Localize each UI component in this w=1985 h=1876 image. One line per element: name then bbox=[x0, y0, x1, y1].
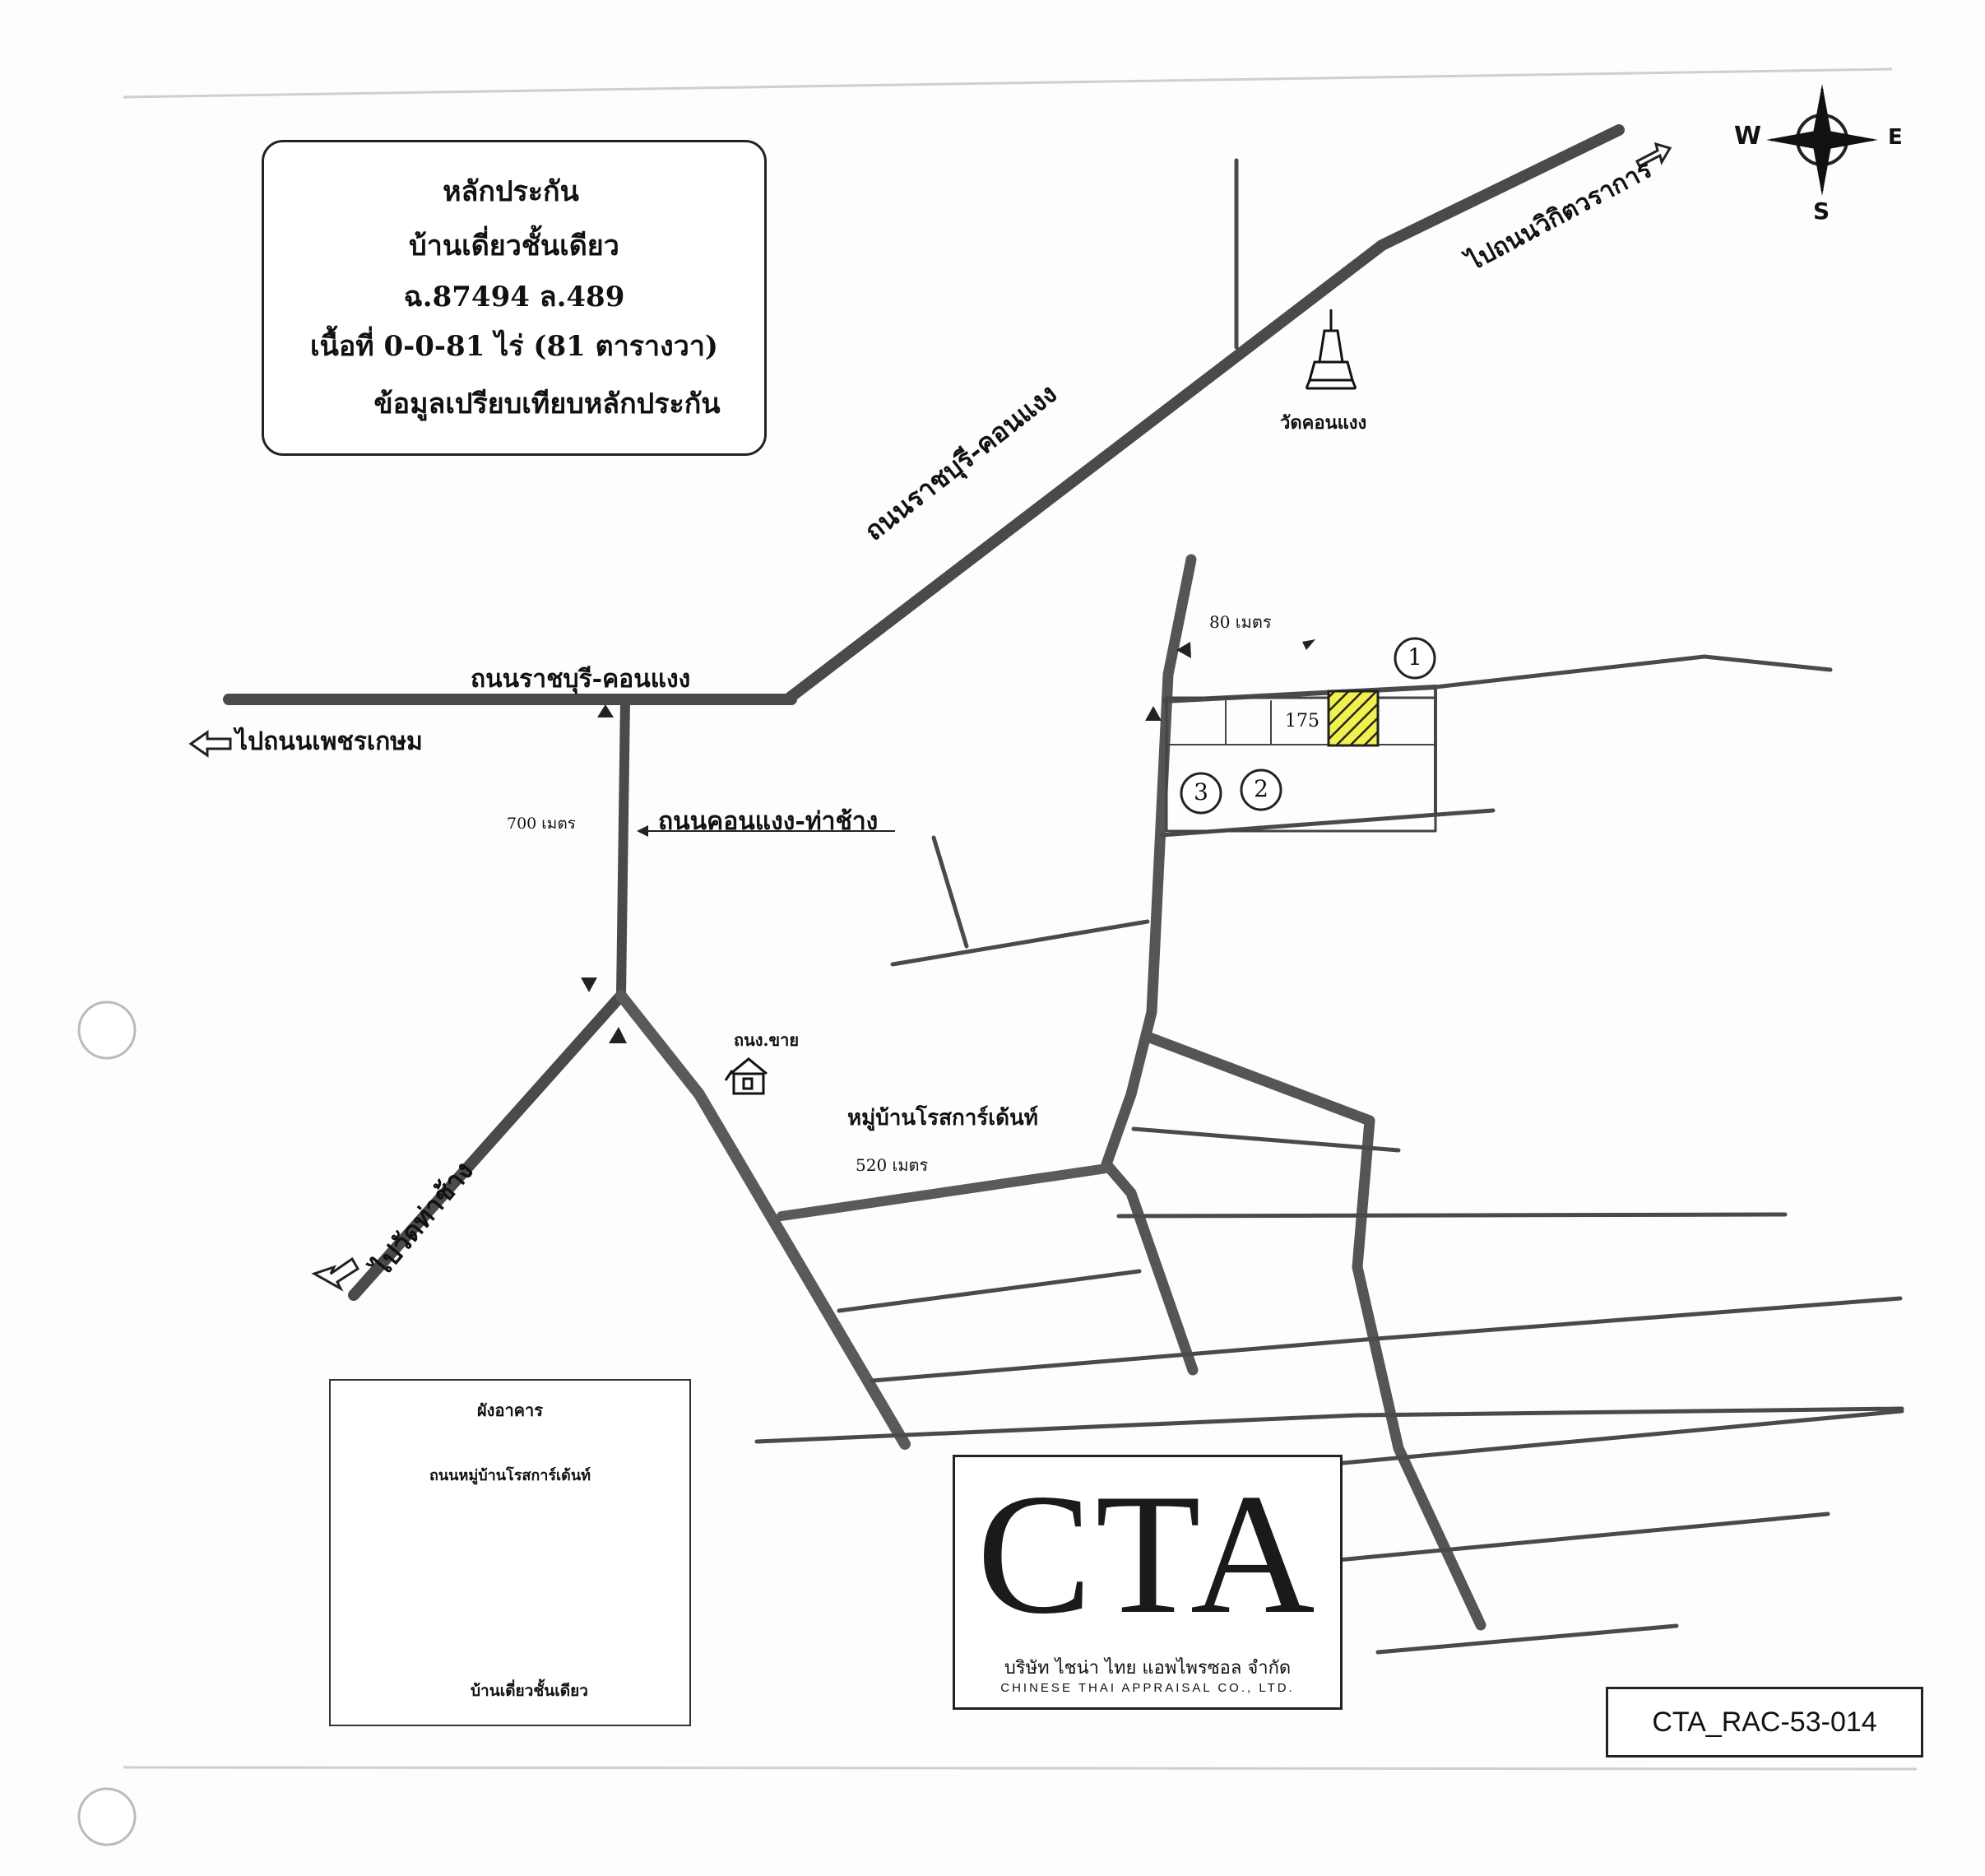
label-village: หมู่บ้านโรสการ์เด้นท์ bbox=[847, 1106, 1038, 1131]
subject-plot-hatched bbox=[1327, 690, 1380, 747]
compass-rose-icon bbox=[1766, 84, 1878, 196]
comparable-circle-1 bbox=[1394, 637, 1436, 680]
road-don-khaeng-tha-chang bbox=[616, 694, 630, 1001]
legend-area: เนื้อที่ 0-0-81 ไร่ (81 ตารางวา) bbox=[309, 330, 719, 363]
comparable-2-label: 2 bbox=[1254, 775, 1268, 802]
arrow-to-wat-tha-chang bbox=[311, 1256, 360, 1292]
comparable-circle-2 bbox=[1240, 769, 1282, 811]
punch-hole-bottom bbox=[77, 1787, 137, 1846]
label-temple: วัดคอนแงง bbox=[1280, 412, 1367, 434]
comparable-3-label: 3 bbox=[1194, 778, 1208, 806]
label-shop: ถนง.ขาย bbox=[734, 1030, 800, 1050]
page-edge-bottom bbox=[123, 1766, 1918, 1771]
arrow-road-left bbox=[637, 825, 895, 837]
comparable-circle-3 bbox=[1180, 772, 1222, 815]
page-edge-top bbox=[123, 67, 1893, 99]
building-plan-box: ผังอาคาร ถนนหมู่บ้านโรสการ์เด้นท์ บ้านเด… bbox=[329, 1379, 691, 1726]
road-south-main bbox=[615, 990, 911, 1450]
punch-hole-top bbox=[77, 1001, 137, 1060]
company-name-th: บริษัท ไชน่า ไทย แอพไพรซอล จำกัด bbox=[1004, 1658, 1292, 1679]
distance-520m: 520 เมตร bbox=[856, 1155, 929, 1175]
company-logo: CTA bbox=[976, 1459, 1319, 1650]
company-name-en: CHINESE THAI APPRAISAL CO., LTD. bbox=[1000, 1681, 1295, 1695]
legend-collateral-label: หลักประกัน bbox=[443, 175, 579, 208]
distance-700m: 700 เมตร bbox=[507, 815, 576, 833]
distance-80m: 80 เมตร bbox=[1209, 612, 1272, 632]
legend-property-type: บ้านเดี่ยวชั้นเดียว bbox=[409, 230, 619, 262]
road-ratchaburi-diagonal bbox=[784, 124, 1625, 704]
shop-house-icon bbox=[724, 1057, 768, 1095]
building-plan-title: ผังอาคาร bbox=[476, 1400, 544, 1420]
plot-number: 175 bbox=[1285, 711, 1319, 731]
direction-markers bbox=[581, 639, 1315, 1043]
label-road-horizontal: ถนนราชบุรี-คอนแงง bbox=[471, 665, 691, 694]
road-east-vertical bbox=[1101, 554, 1199, 1376]
comparable-1-label: 1 bbox=[1408, 643, 1422, 671]
compass-west: W bbox=[1734, 122, 1762, 151]
legend-box: หลักประกัน บ้านเดี่ยวชั้นเดียว ฉ.87494 ล… bbox=[262, 140, 767, 456]
arrow-to-phetkasem bbox=[188, 730, 232, 758]
legend-deed: ฉ.87494 ล.489 bbox=[403, 281, 625, 313]
arrow-to-wikit bbox=[1635, 142, 1672, 169]
legend-comparison-label: ข้อมูลเปรียบเทียบหลักประกัน bbox=[373, 388, 721, 420]
temple-icon bbox=[1305, 309, 1357, 390]
reference-code: CTA_RAC-53-014 bbox=[1606, 1687, 1923, 1758]
road-to-wat-tha-chang bbox=[348, 990, 627, 1301]
label-to-phetkasem: ไปถนนเพชรเกษม bbox=[235, 727, 423, 756]
company-logo-box: CTA บริษัท ไชน่า ไทย แอพไพรซอล จำกัด CHI… bbox=[953, 1455, 1343, 1710]
compass-east: E bbox=[1888, 125, 1903, 150]
compass-south: S bbox=[1813, 197, 1830, 225]
building-plan-house: บ้านเดี่ยวชั้นเดียว bbox=[471, 1682, 588, 1700]
building-plan-road: ถนนหมู่บ้านโรสการ์เด้นท์ bbox=[429, 1467, 591, 1484]
